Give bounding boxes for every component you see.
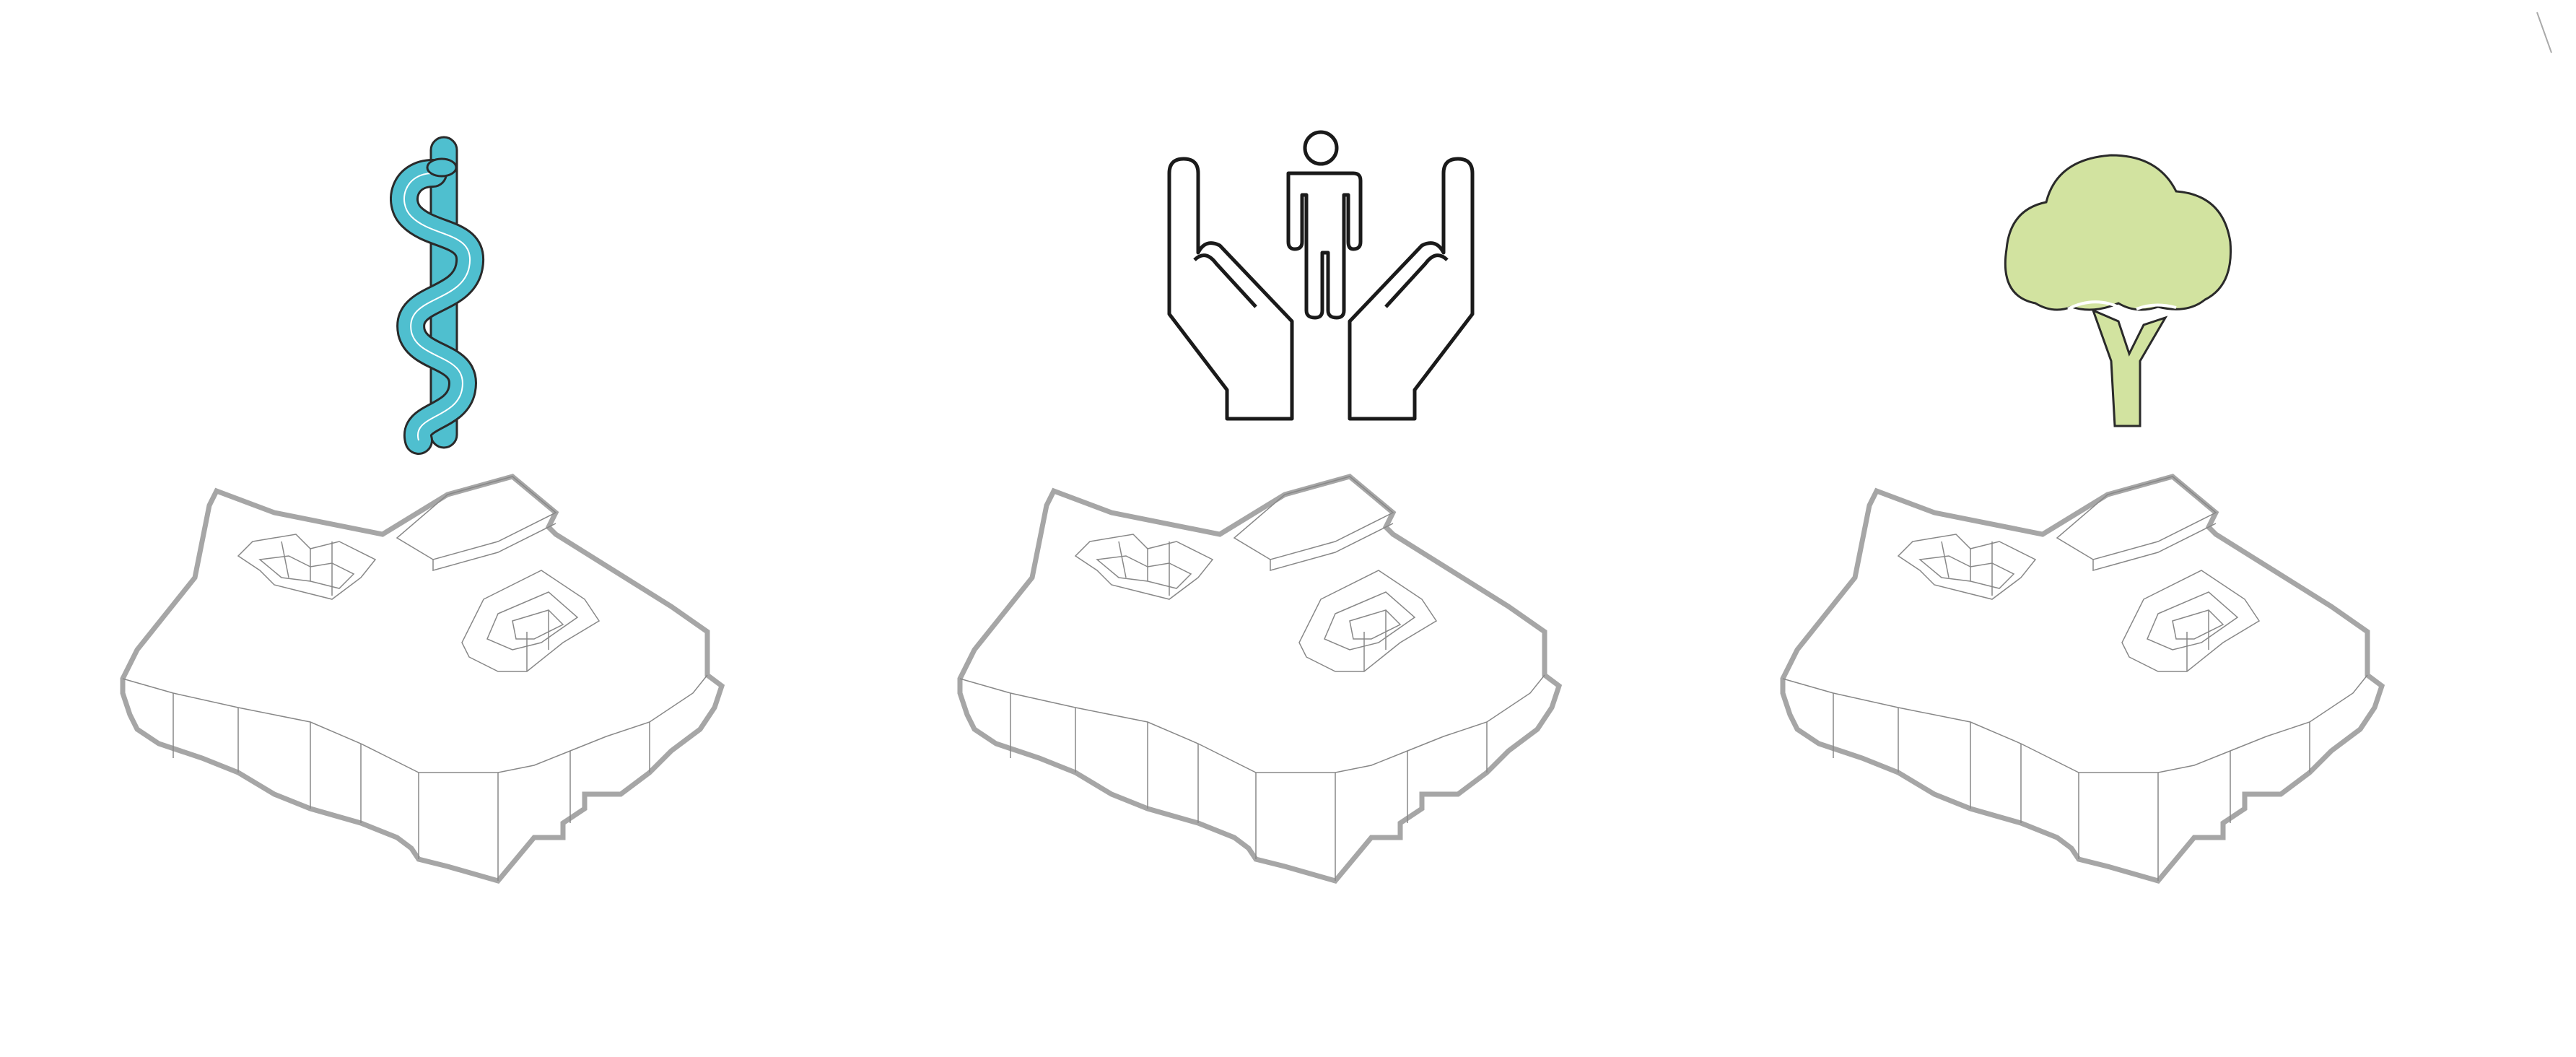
building-axonometric <box>94 433 859 924</box>
rod-of-asclepius-icon <box>390 123 505 455</box>
panel-health <box>0 0 837 1057</box>
corner-mark <box>2533 11 2555 54</box>
hands-holding-person-icon <box>1155 123 1487 455</box>
panel-nature <box>1660 0 2497 1057</box>
tree-icon <box>1992 123 2252 455</box>
building-axonometric <box>1754 433 2519 924</box>
panel-care <box>837 0 1675 1057</box>
building-axonometric <box>931 433 1696 924</box>
